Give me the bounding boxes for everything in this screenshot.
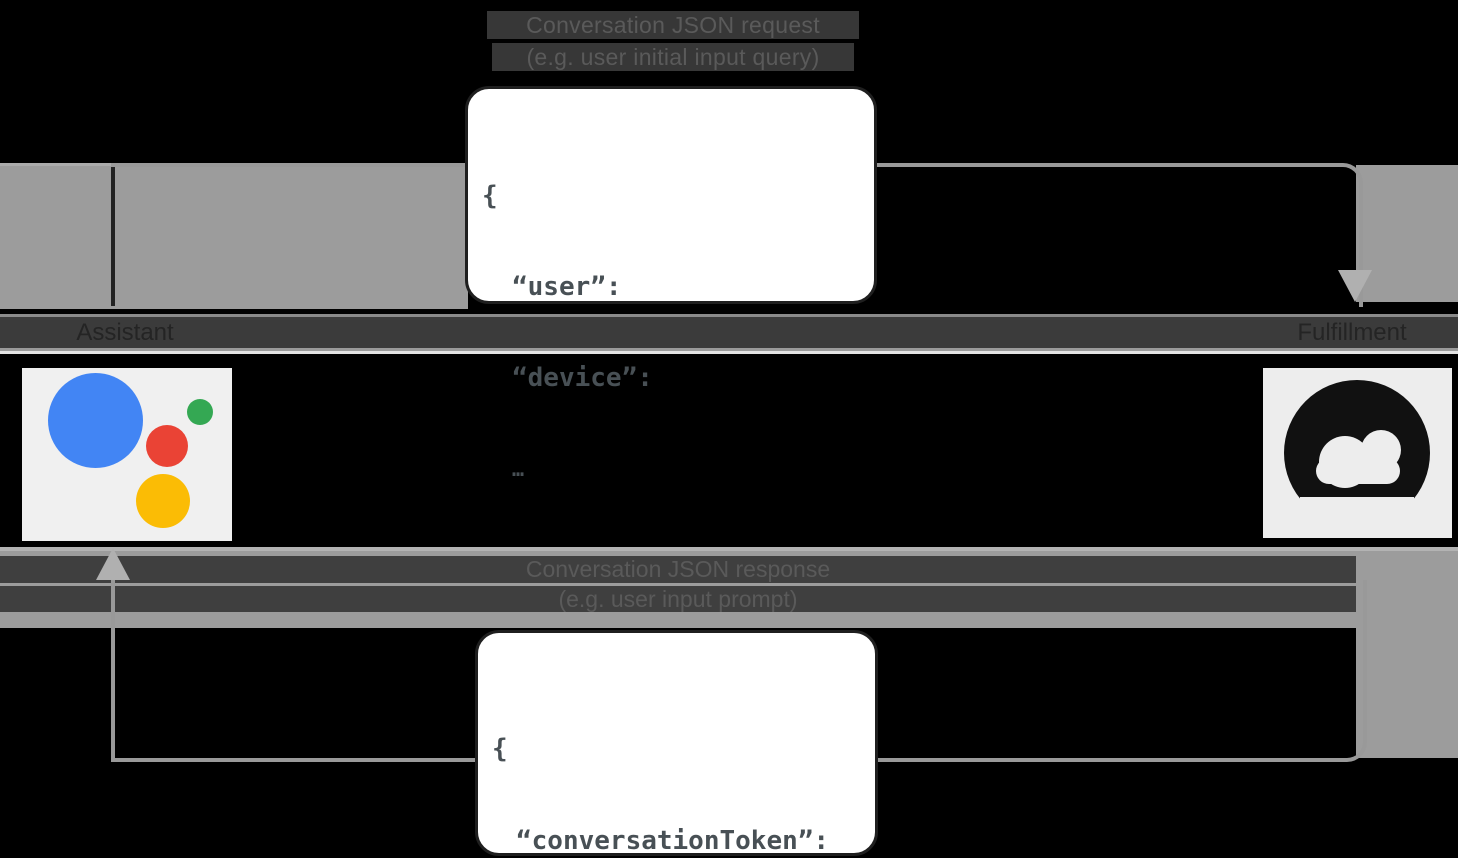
payload-ellipsis: … — [512, 457, 525, 481]
cloud-base — [1316, 458, 1400, 484]
fulfillment-label: Fulfillment — [1297, 319, 1407, 346]
request-payload-box: { “user”: “device”: … } — [465, 86, 877, 575]
assistant-yellow-circle — [136, 474, 190, 528]
assistant-red-circle — [146, 425, 188, 467]
request-subtitle: (e.g. user initial input query) — [492, 43, 854, 71]
payload-field-user: “user”: — [512, 272, 622, 302]
response-arrow-fill-right — [1356, 628, 1458, 758]
response-payload-box: { “conversationToken”: “userStorage”: … … — [475, 630, 878, 856]
payload-field-conversation-token: “conversationToken”: — [516, 826, 830, 856]
cloud-icon — [1263, 368, 1452, 538]
request-arrowhead-icon — [1338, 270, 1372, 302]
response-subtitle: (e.g. user input prompt) — [0, 586, 1356, 612]
request-arrow-fill-right — [1356, 165, 1458, 302]
request-title: Conversation JSON request — [487, 11, 859, 39]
payload-field-device: “device”: — [512, 363, 653, 393]
payload-open-brace: { — [492, 734, 508, 764]
request-arrow-start-segment — [111, 167, 115, 306]
node-label-band — [0, 317, 1458, 348]
assistant-node-card — [22, 368, 232, 541]
response-arrowhead-icon — [96, 548, 130, 580]
payload-open-brace: { — [482, 181, 498, 211]
assistant-label: Assistant — [76, 319, 174, 346]
response-title: Conversation JSON response — [0, 556, 1356, 583]
cloud-badge-notch — [1300, 497, 1414, 527]
assistant-blue-circle — [48, 373, 143, 468]
band-bottom-highlight-line — [0, 351, 1458, 354]
band-bottom-line — [0, 348, 1458, 351]
google-assistant-icon — [22, 368, 232, 541]
fulfillment-node-card — [1263, 368, 1452, 538]
assistant-green-circle — [187, 399, 213, 425]
band-top-line — [0, 314, 1458, 317]
